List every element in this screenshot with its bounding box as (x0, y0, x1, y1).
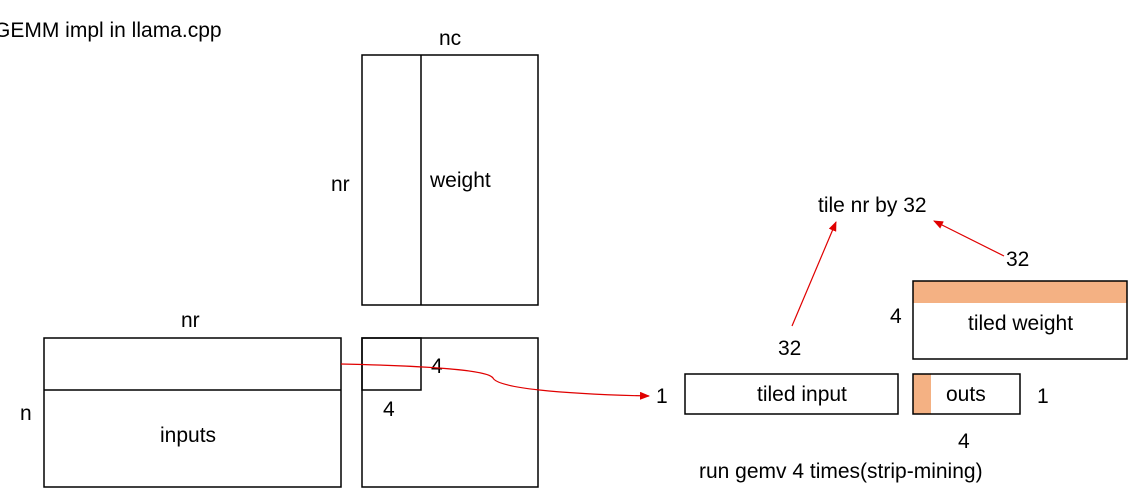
outs-4-label: 4 (958, 430, 970, 453)
diagram-title: GEMM impl in llama.cpp (0, 19, 222, 42)
tiled-input-box (684, 373, 899, 415)
tile-note: tile nr by 32 (818, 194, 927, 217)
output-block-right-label: 4 (431, 355, 443, 378)
weight-box (361, 54, 539, 306)
inputs-box (43, 337, 342, 488)
tile-arrow-from-input (791, 221, 837, 327)
weight-nr-label: nr (331, 173, 350, 196)
output-sub-block (361, 337, 422, 391)
inputs-matrix: inputs nr n (20, 309, 342, 488)
tiled-weight-highlight-strip (913, 281, 1127, 303)
tiled-weight-32-label: 32 (1006, 248, 1029, 271)
output-block-bottom-label: 4 (383, 398, 395, 421)
tiled-weight: tiled weight 32 4 (890, 248, 1128, 360)
tiled-weight-box (912, 280, 1128, 360)
tiled-input-label: tiled input (757, 383, 847, 406)
output-matrix: 4 4 (361, 337, 539, 488)
weight-nc-label: nc (439, 27, 461, 50)
outs-highlight-strip (913, 374, 931, 414)
weight-matrix: weight nc nr (331, 27, 539, 306)
outs-box (912, 373, 1021, 415)
output-box (361, 337, 539, 488)
inputs-n-label: n (20, 402, 32, 425)
tiled-input: tiled input 32 1 (656, 337, 899, 415)
tiled-weight-label: tiled weight (968, 312, 1073, 335)
tiled-input-32-label: 32 (778, 337, 801, 360)
inputs-nr-label: nr (181, 309, 200, 332)
weight-label: weight (429, 169, 491, 192)
outs: outs 1 4 (912, 373, 1049, 453)
footer-note: run gemv 4 times(strip-mining) (699, 460, 983, 483)
outs-1-label: 1 (1037, 385, 1049, 408)
inputs-to-tiled-input-arrow (340, 363, 650, 400)
tiled-weight-4-label: 4 (890, 305, 902, 328)
outs-label: outs (946, 383, 986, 406)
tiled-input-1-label: 1 (656, 385, 668, 408)
tile-arrow-from-weight (933, 220, 1005, 257)
inputs-label: inputs (160, 424, 216, 447)
